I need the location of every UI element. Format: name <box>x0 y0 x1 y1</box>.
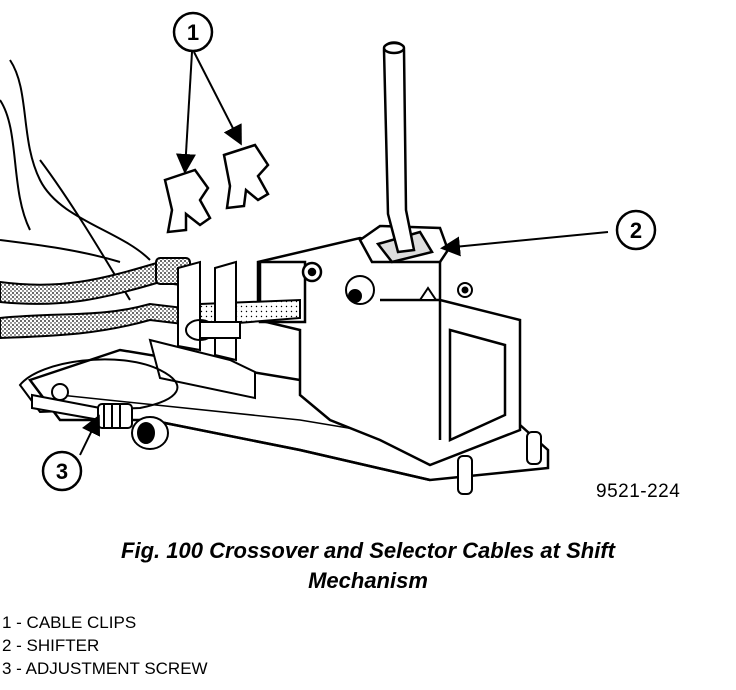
figure-id: 9521-224 <box>596 481 681 502</box>
caption-line-1: Fig. 100 Crossover and Selector Cables a… <box>121 538 615 563</box>
callout-2: 2 <box>615 209 657 251</box>
pivot-bolts <box>345 275 542 495</box>
crossover-cable <box>0 257 201 305</box>
callout-2-label: 2 <box>630 218 642 243</box>
shift-lever <box>382 41 416 254</box>
callout-3: 3 <box>41 450 83 492</box>
callout-1: 1 <box>172 11 214 53</box>
legend-item: 3 - ADJUSTMENT SCREW <box>2 659 208 678</box>
shift-mechanism-illustration: 1 2 3 <box>0 11 657 495</box>
selector-cable <box>0 298 301 340</box>
cable-end-fitting <box>18 319 241 414</box>
callout-3-label: 3 <box>56 459 68 484</box>
figure-caption: Fig. 100 Crossover and Selector Cables a… <box>0 536 736 596</box>
floor-pan-lines <box>0 59 151 301</box>
callout-1-label: 1 <box>187 20 199 45</box>
legend-item: 1 - CABLE CLIPS <box>2 613 137 632</box>
legend-item: 2 - SHIFTER <box>2 636 100 655</box>
leader-lines <box>79 51 609 456</box>
cable-clip-right <box>222 143 270 210</box>
legend: 1 - CABLE CLIPS 2 - SHIFTER 3 - ADJUSTME… <box>2 611 208 680</box>
adjustment-screw <box>31 383 169 450</box>
cable-clip-left <box>163 168 212 234</box>
caption-line-2: Mechanism <box>308 568 428 593</box>
